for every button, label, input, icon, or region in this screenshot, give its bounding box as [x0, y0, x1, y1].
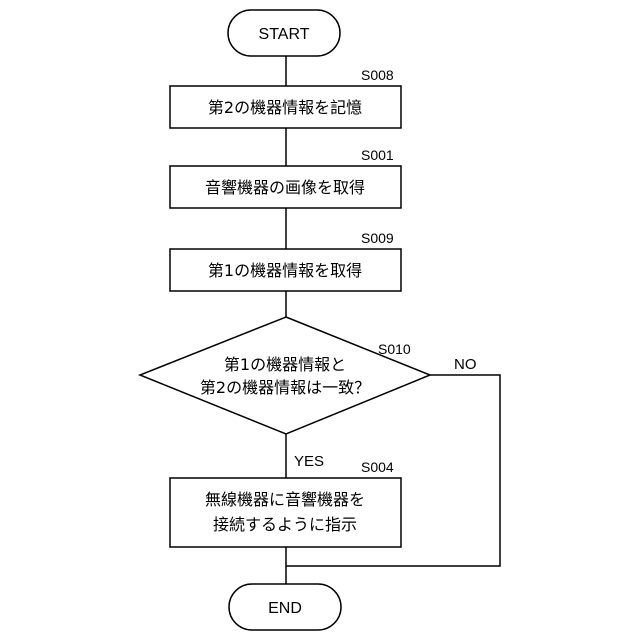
decision-diamond-s010 [140, 317, 430, 434]
start-label: START [259, 26, 310, 43]
process-text-s004-line-2: 接続するように指示 [213, 515, 357, 534]
step-id-s010: S010 [378, 341, 411, 357]
step-id-s008: S008 [361, 67, 394, 83]
end-label: END [268, 600, 302, 617]
process-text-s001: 音響機器の画像を取得 [205, 178, 365, 197]
decision-text-line-1: 第1の機器情報と [224, 355, 346, 374]
process-text-s009: 第1の機器情報を取得 [208, 261, 362, 280]
no-branch-label: NO [454, 356, 477, 373]
yes-branch-label: YES [294, 453, 324, 470]
end-terminal: END [229, 584, 341, 630]
process-text-s008: 第2の機器情報を記憶 [208, 98, 362, 117]
process-box-s004 [170, 478, 401, 547]
decision-s010: S010 第1の機器情報と 第2の機器情報は一致？ NO YES [140, 317, 477, 470]
process-text-s004-line-1: 無線機器に音響機器を [205, 490, 365, 509]
step-id-s004: S004 [361, 459, 394, 475]
start-terminal: START [228, 10, 340, 56]
step-id-s009: S009 [361, 230, 394, 246]
step-id-s001: S001 [361, 147, 394, 163]
decision-text-line-2: 第2の機器情報は一致？ [200, 378, 370, 397]
